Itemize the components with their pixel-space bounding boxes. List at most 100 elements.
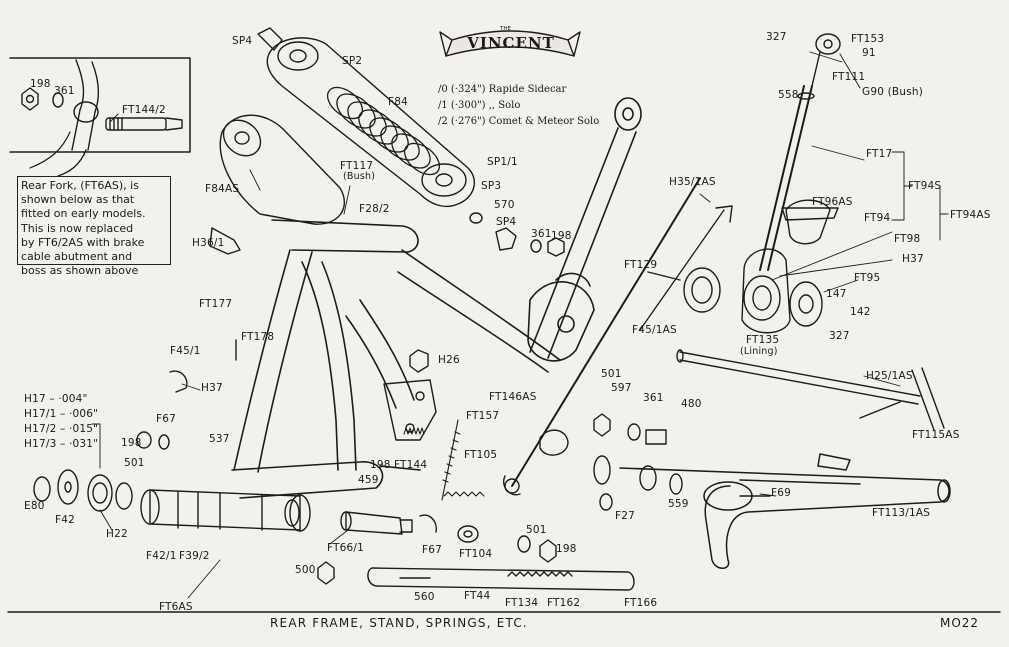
part-label: 198 <box>121 437 142 449</box>
part-label: SP1/1 <box>487 156 518 168</box>
rear-fork-note: Rear Fork, (FT6AS), is shown below as th… <box>17 176 171 277</box>
part-label: H25/1AS <box>866 370 913 382</box>
part-label: F28/2 <box>359 203 390 215</box>
spindle-h25 <box>676 349 945 431</box>
part-label: 537 <box>209 433 230 445</box>
part-label: 597 <box>611 382 632 394</box>
damper-cylinder <box>219 114 346 225</box>
note-line: Rear Fork, (FT6AS), is <box>21 179 139 192</box>
part-label: 361 <box>531 228 552 240</box>
part-label: FT144 <box>394 459 428 471</box>
part-label: FT105 <box>464 449 498 461</box>
part-label: FT177 <box>199 298 233 310</box>
part-label: FT134 <box>505 597 539 609</box>
part-label: F42/1 <box>146 550 177 562</box>
part-label: 560 <box>414 591 435 603</box>
part-label: FT94AS <box>950 209 991 221</box>
part-label: F84AS <box>205 183 240 195</box>
spring-option: /1 (·300") ,, Solo <box>438 100 521 111</box>
leader-lines <box>91 51 949 599</box>
spring-unit <box>257 27 476 208</box>
part-label: F45/1 <box>170 345 201 357</box>
diagram-code: MO22 <box>940 616 980 630</box>
part-label: FT144/2 <box>122 104 166 116</box>
part-label: F67 <box>422 544 443 556</box>
part-label: F69 <box>771 487 792 499</box>
part-label: (Bush) <box>343 171 376 182</box>
part-label: 559 <box>668 498 689 510</box>
part-label: 459 <box>358 474 379 486</box>
part-label: F67 <box>156 413 177 425</box>
part-label: H35/1AS <box>669 176 716 188</box>
part-label: F39/2 <box>179 550 210 562</box>
rear-frame <box>231 97 642 499</box>
note-line: cable abutment and <box>21 250 133 264</box>
part-label: F45/1AS <box>632 324 677 336</box>
note-line: fitted on early models. <box>21 207 146 221</box>
early-fork-inset <box>9 57 191 177</box>
logo-small-text: THE <box>500 26 511 32</box>
part-label: FT94 <box>864 212 891 224</box>
stand-frame <box>619 453 951 569</box>
part-label: 361 <box>54 85 75 97</box>
note-line: This is now replaced <box>21 221 134 235</box>
part-label: 91 <box>862 47 876 59</box>
part-label: FT44 <box>464 590 491 602</box>
shim-label: H17/1 – ·006" <box>24 408 99 420</box>
brake-parts <box>647 33 841 334</box>
part-label: FT95 <box>854 272 881 284</box>
vincent-badge <box>439 30 581 57</box>
diagram-title: REAR FRAME, STAND, SPRINGS, ETC. <box>270 616 528 630</box>
shim-label: H17/2 – ·015" <box>24 423 99 435</box>
fork-spindle <box>33 469 413 535</box>
part-label: FT129 <box>624 259 658 271</box>
part-label: 198 <box>30 78 51 90</box>
part-label: H37 <box>902 253 924 265</box>
part-label: SP4 <box>232 35 253 47</box>
part-label: FT157 <box>466 410 500 422</box>
part-label: H37 <box>201 382 223 394</box>
vincent-logo: VINCENT <box>467 34 555 52</box>
part-label: H26 <box>438 354 460 366</box>
part-label: E80 <box>24 500 45 512</box>
part-label: FT178 <box>241 331 275 343</box>
part-label: (Lining) <box>740 346 778 357</box>
part-label: FT104 <box>459 548 493 560</box>
part-label: 501 <box>124 457 145 469</box>
part-label: SP4 <box>496 216 517 228</box>
part-label: F27 <box>615 510 636 522</box>
part-label: 198 <box>556 543 577 555</box>
part-label: 361 <box>643 392 664 404</box>
note-line: by FT6/2AS with brake <box>21 235 145 249</box>
small-parts <box>136 212 683 585</box>
part-label: 501 <box>601 368 622 380</box>
shim-label: H17/3 – ·031" <box>24 438 99 450</box>
part-label: FT17 <box>866 148 893 160</box>
part-label: 327 <box>766 31 787 43</box>
part-label: FT166 <box>624 597 658 609</box>
part-label: FT96AS <box>812 196 853 208</box>
part-label: 147 <box>826 288 847 300</box>
adjuster-rod <box>639 205 733 331</box>
part-label: H22 <box>106 528 128 540</box>
part-label: FT111 <box>832 71 866 83</box>
part-label: FT113/1AS <box>872 507 931 519</box>
part-label: FT66/1 <box>327 542 365 554</box>
shim-label: H17 – ·004" <box>24 393 88 405</box>
part-label: 501 <box>526 524 547 536</box>
part-label: FT117 <box>340 160 374 172</box>
brake-bracket <box>383 349 437 441</box>
part-label: FT135 <box>746 334 780 346</box>
part-label: F84 <box>388 96 409 108</box>
spring-option: /2 (·276") Comet & Meteor Solo <box>438 116 600 127</box>
part-label: 327 <box>829 330 850 342</box>
part-label: FT162 <box>547 597 581 609</box>
part-label: FT6AS <box>159 601 193 613</box>
spring-option: /0 (·324") Rapide Sidecar <box>438 84 567 95</box>
part-label: F42 <box>55 514 76 526</box>
part-label: SP3 <box>481 180 502 192</box>
part-label: FT115AS <box>912 429 960 441</box>
part-label: 198 <box>370 459 391 471</box>
